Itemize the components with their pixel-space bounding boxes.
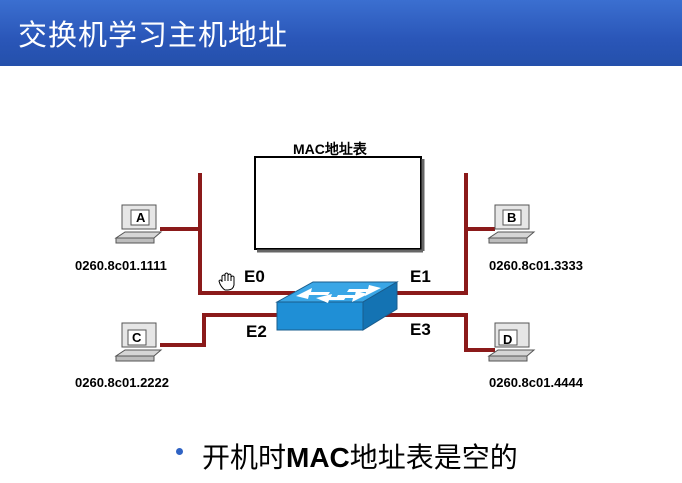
bullet-highlight: MAC bbox=[286, 442, 350, 473]
bullet-dot-icon bbox=[176, 448, 183, 455]
computer-b-icon bbox=[487, 204, 536, 244]
mac-table-title: MAC地址表 bbox=[293, 141, 367, 157]
host-b-mac: 0260.8c01.3333 bbox=[489, 258, 583, 273]
mac-table-box bbox=[254, 156, 422, 250]
bullet-suffix: 地址表是空的 bbox=[349, 441, 518, 474]
computer-a-icon bbox=[114, 204, 163, 244]
port-e1-label: E1 bbox=[410, 267, 431, 286]
host-b-label: B bbox=[507, 210, 517, 225]
cable-c bbox=[160, 313, 290, 347]
host-c-mac: 0260.8c01.2222 bbox=[75, 375, 169, 390]
computer-d-icon bbox=[487, 322, 536, 362]
cable-segment-right bbox=[385, 173, 495, 295]
slide-title: 交换机学习主机地址 bbox=[18, 18, 289, 52]
hand-cursor-icon bbox=[218, 272, 235, 291]
host-d-mac: 0260.8c01.4444 bbox=[489, 375, 583, 390]
host-d-label: D bbox=[503, 332, 513, 347]
bullet-text: 开机时MAC地址表是空的 bbox=[202, 436, 518, 476]
computer-c-icon bbox=[114, 322, 163, 362]
bullet-prefix: 开机时 bbox=[202, 441, 287, 474]
port-e2-label: E2 bbox=[246, 322, 267, 341]
host-a-mac: 0260.8c01.1111 bbox=[75, 258, 167, 273]
cable-d bbox=[380, 313, 495, 352]
host-a-label: A bbox=[136, 210, 146, 225]
cable-segment-left bbox=[160, 173, 295, 295]
port-e3-label: E3 bbox=[410, 320, 431, 339]
switch-icon bbox=[275, 281, 399, 331]
title-bar: 交换机学习主机地址 bbox=[0, 0, 682, 66]
host-c-label: C bbox=[132, 330, 142, 345]
port-e0-label: E0 bbox=[244, 267, 265, 286]
